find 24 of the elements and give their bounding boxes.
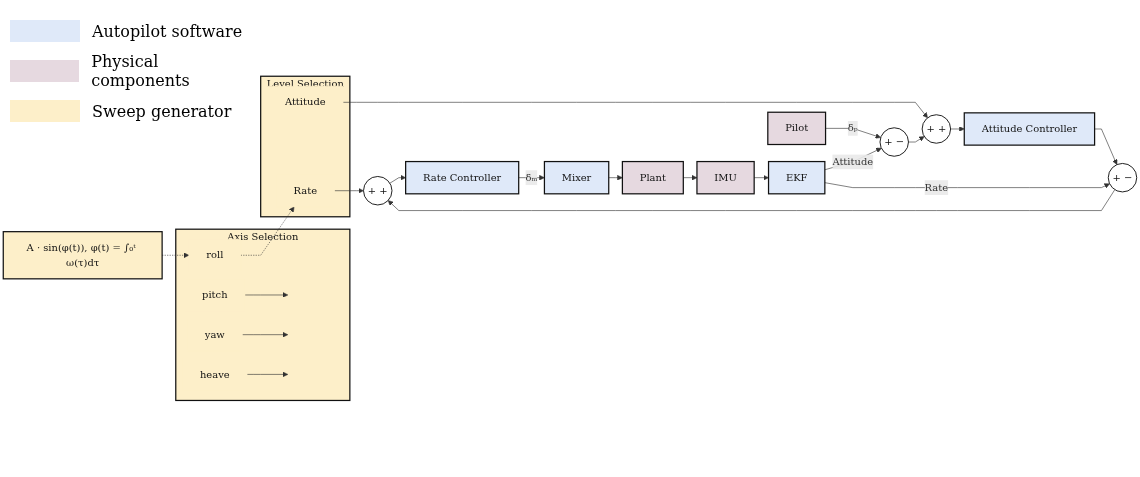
node-circle: + + [921, 114, 952, 144]
edge-label: Attitude [832, 155, 874, 168]
node-box: Pilot [767, 111, 827, 146]
node-text: heave [199, 368, 230, 381]
edge-label: δₚ [847, 122, 858, 135]
node-box: Plant [621, 161, 684, 195]
node-circle: + − [879, 127, 909, 157]
edge-label: δₘ [525, 171, 538, 184]
legend-label: Sweep generator [92, 101, 232, 121]
node-text: pitch [202, 288, 228, 301]
node-text: yaw [204, 328, 225, 341]
node-circle: + + [363, 176, 393, 206]
node-box: A · sin(φ(t)), φ(t) = ∫₀ᵗ ω(τ)dτ [2, 231, 163, 280]
node-circle: + − [1107, 163, 1138, 193]
edge-label: Rate [924, 181, 949, 194]
node-box: Mixer [543, 161, 610, 195]
node-box: IMU [696, 161, 755, 195]
node-text: Rate [293, 184, 318, 197]
node-box: Rate Controller [405, 161, 520, 195]
node-box: Attitude Controller [963, 112, 1096, 146]
legend-label: Autopilot software [92, 21, 243, 41]
node-text: roll [206, 249, 224, 261]
legend-label: Physical components [91, 52, 191, 90]
node-box: EKF [767, 161, 826, 195]
